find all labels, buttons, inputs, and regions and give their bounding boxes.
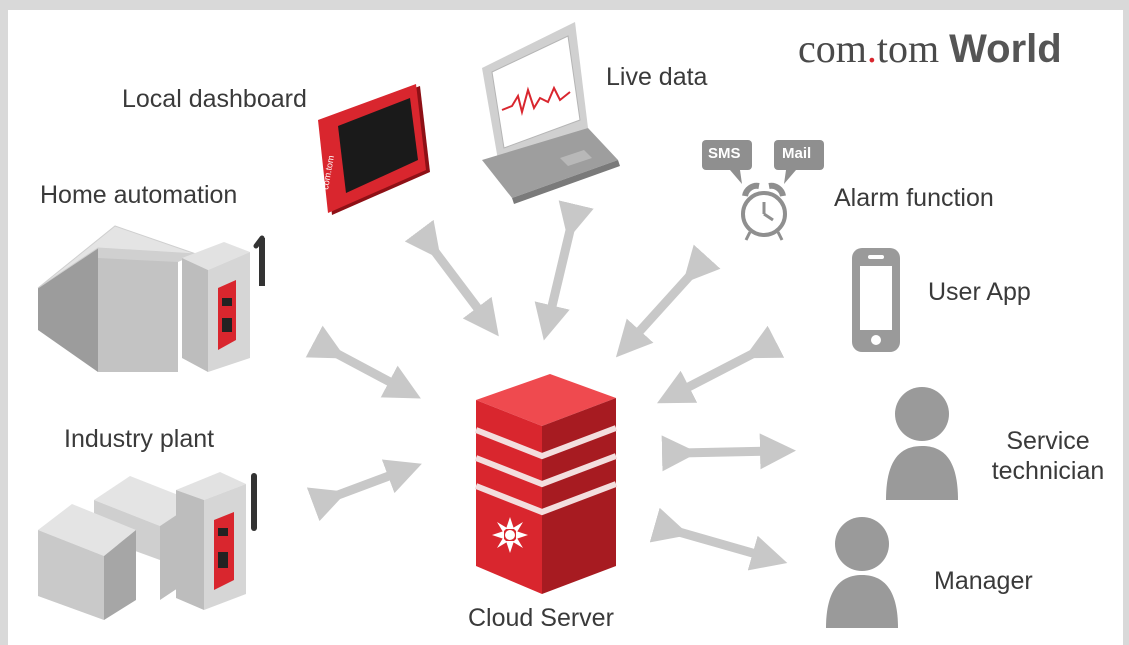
frame-top [0, 0, 1129, 10]
home-automation-device-icon [182, 235, 265, 372]
connection-arrows [305, 200, 796, 571]
home-automation-label: Home automation [40, 181, 238, 209]
service-technician-label: Service technician [982, 426, 1114, 486]
brand-dot: . [866, 26, 877, 71]
arrow-live-data [534, 200, 594, 341]
brand-com: com [798, 26, 867, 71]
user-app-phone-icon [852, 248, 900, 352]
sms-badge-label: SMS [708, 145, 741, 162]
frame-left [0, 0, 8, 645]
frame-right [1123, 0, 1129, 645]
alarm-function-icon [702, 140, 824, 241]
industry-plant-device-icon [176, 472, 257, 610]
mail-badge-label: Mail [782, 145, 812, 162]
user-app-label: User App [928, 278, 1031, 306]
home-automation-house-icon [37, 225, 197, 372]
alarm-function-label: Alarm function [834, 184, 994, 212]
brand-world: World [949, 27, 1062, 71]
cloud-server-icon [474, 374, 618, 594]
local-dashboard-label: Local dashboard [122, 85, 307, 113]
service-technician-person-icon [886, 387, 958, 500]
service-technician-label-line1: Service [1006, 427, 1090, 455]
arrow-manager [649, 507, 788, 571]
local-dashboard-panel-icon: com.tom [318, 84, 430, 215]
brand-logo: com.tom World [798, 26, 1062, 72]
cloud-server-label: Cloud Server [468, 604, 614, 632]
live-data-label: Live data [606, 63, 708, 91]
industry-plant-label: Industry plant [64, 425, 215, 453]
arrow-industry-plant [306, 459, 422, 522]
manager-label: Manager [934, 567, 1033, 595]
live-data-laptop-icon [482, 22, 620, 204]
arrow-user-app [657, 325, 785, 404]
industry-plant-buildings-icon [38, 476, 196, 620]
service-technician-label-line2: technician [991, 457, 1105, 485]
arrow-service-technician [661, 433, 796, 472]
cloud-server-logo-icon [492, 517, 528, 553]
manager-person-icon [826, 517, 898, 628]
brand-tom: tom [876, 26, 950, 71]
arrow-home-automation [305, 325, 421, 399]
arrow-local-dashboard [404, 219, 499, 337]
arrow-alarm-function [615, 244, 721, 358]
